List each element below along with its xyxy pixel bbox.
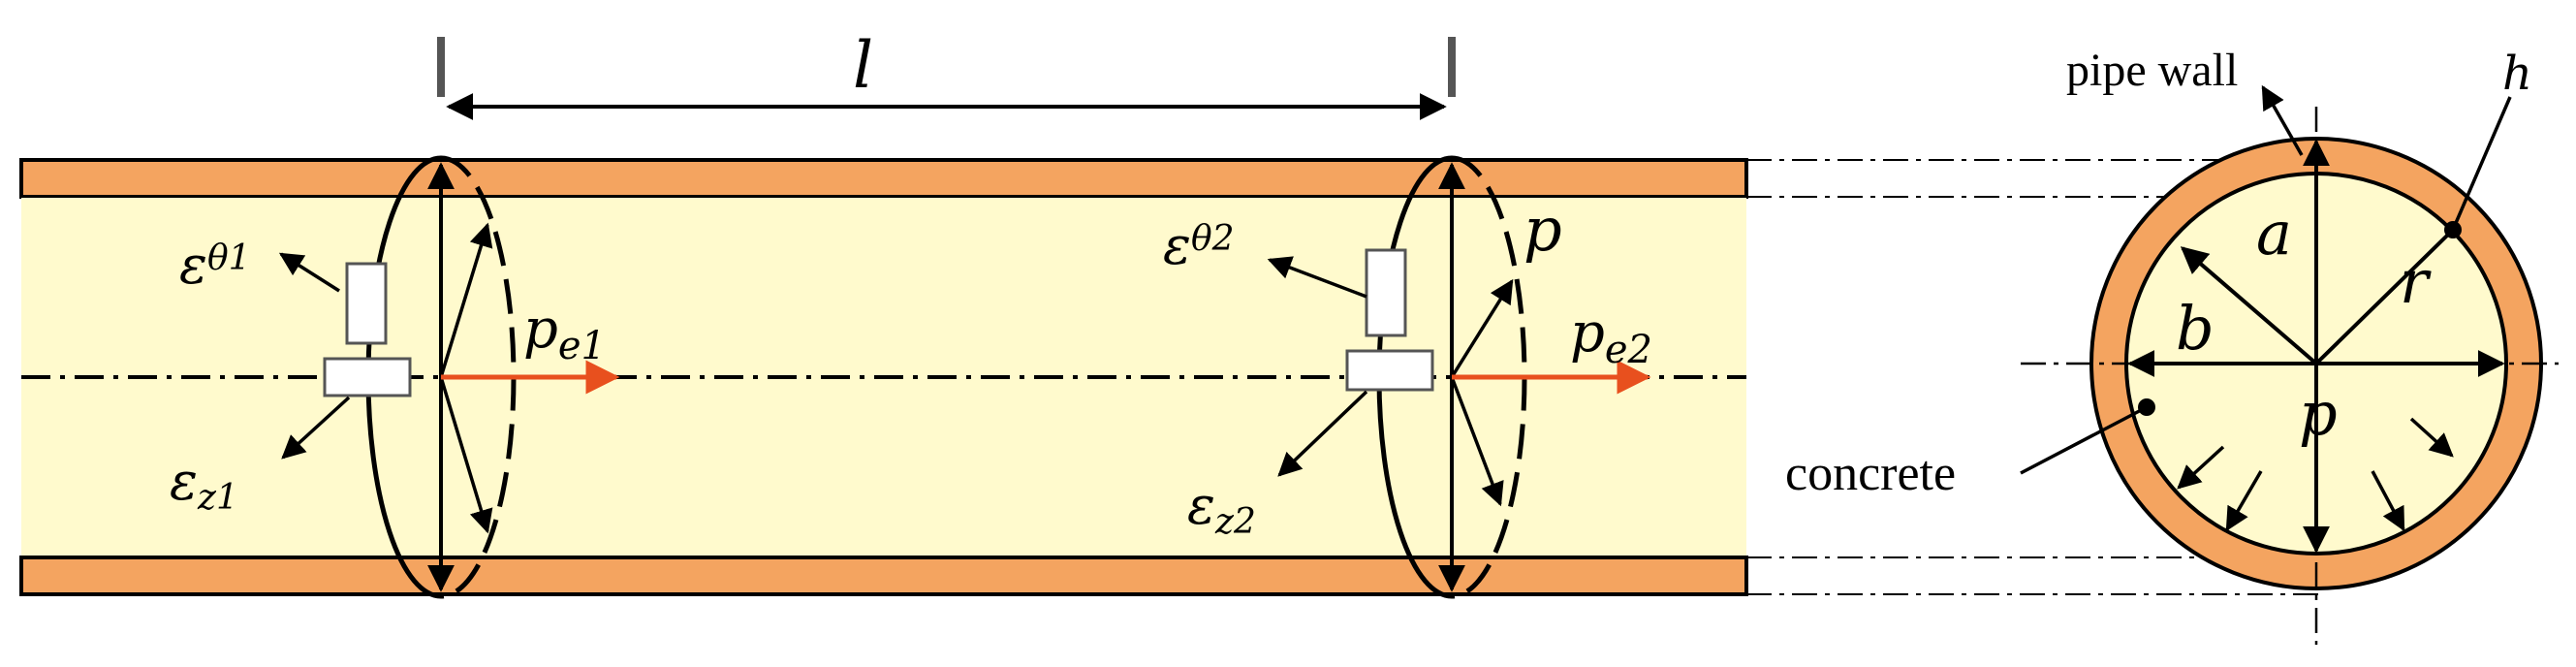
strain-z-1-arrow xyxy=(281,396,351,460)
strain-z-1-label: εz1 xyxy=(170,451,238,518)
pressure-e2-label: pe2 xyxy=(1570,302,1652,372)
strain-z-2-arrow xyxy=(1277,390,1368,477)
hoop-strain-gauge-2 xyxy=(1365,248,1407,337)
concrete-label: concrete xyxy=(1785,446,1956,501)
pipe-wall-leader-arrow xyxy=(2261,84,2304,156)
section-1-radius-down xyxy=(439,376,493,534)
thickness-leader xyxy=(2451,96,2512,231)
section-pressure-label: p xyxy=(2299,378,2338,449)
strain-theta-2-arrow xyxy=(1267,256,1367,299)
mean-radius-label: r xyxy=(2400,246,2432,317)
thickness-label: h xyxy=(2502,47,2532,101)
pressure-e1-label: pe1 xyxy=(523,298,606,368)
section-2-radius-up xyxy=(1450,278,1514,378)
hoop-strain-gauge-1 xyxy=(345,262,388,345)
axial-strain-gauge-2 xyxy=(1345,349,1434,392)
radial-pressure-arrows xyxy=(2177,417,2454,532)
section-2: p pe2 εθ2 εz2 xyxy=(1163,155,1652,599)
length-label: l xyxy=(853,28,873,103)
inner-radius-arrow xyxy=(2180,246,2318,365)
bottom-pipe-wall xyxy=(19,556,1748,596)
inner-radius-label: b xyxy=(2176,293,2215,364)
outer-radius-label: a xyxy=(2256,198,2292,269)
internal-pressure-label: p xyxy=(1524,194,1562,265)
section-2-radius-down xyxy=(1450,376,1504,507)
section-1-radius-up xyxy=(439,222,493,378)
strain-theta-1-arrow xyxy=(278,252,340,293)
strain-theta-1-label: εθ1 xyxy=(179,235,251,296)
mean-radius-arrow xyxy=(2314,231,2452,365)
axial-strain-gauge-1 xyxy=(323,357,412,397)
cross-section: a b r h pipe wall p concrete xyxy=(1785,45,2559,645)
strain-z-2-label: εz2 xyxy=(1187,475,1256,542)
pipe-wall-label: pipe wall xyxy=(2066,45,2238,96)
concrete-leader xyxy=(2020,405,2148,475)
section-1: pe1 εθ1 εz1 xyxy=(170,155,620,599)
strain-theta-2-label: εθ2 xyxy=(1163,215,1235,276)
